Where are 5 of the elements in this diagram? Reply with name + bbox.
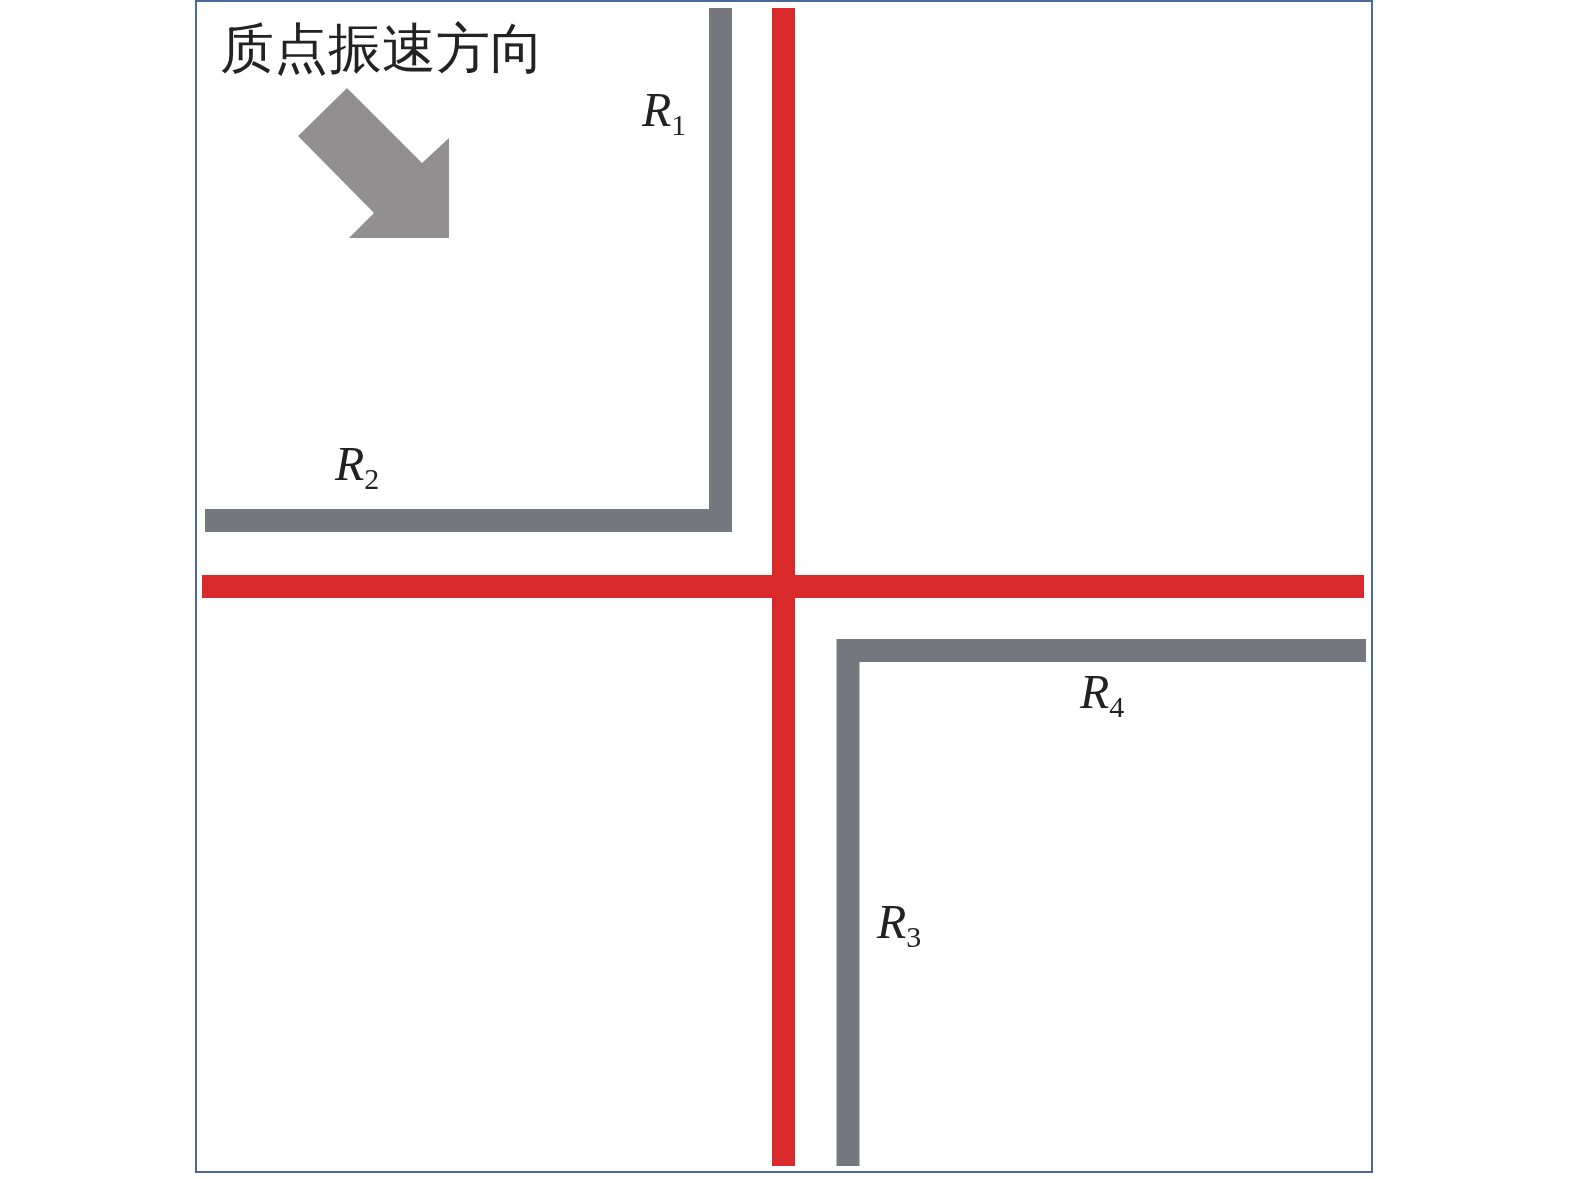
receiver-label: R$_{1}$ [642,86,687,140]
direction-label: 质点振速方向 [220,22,544,76]
receiver-label: R$_{3}$ [877,898,922,952]
receiver-label: R$_{2}$ [335,440,380,494]
receiver-label: R$_{4}$ [1080,668,1125,722]
